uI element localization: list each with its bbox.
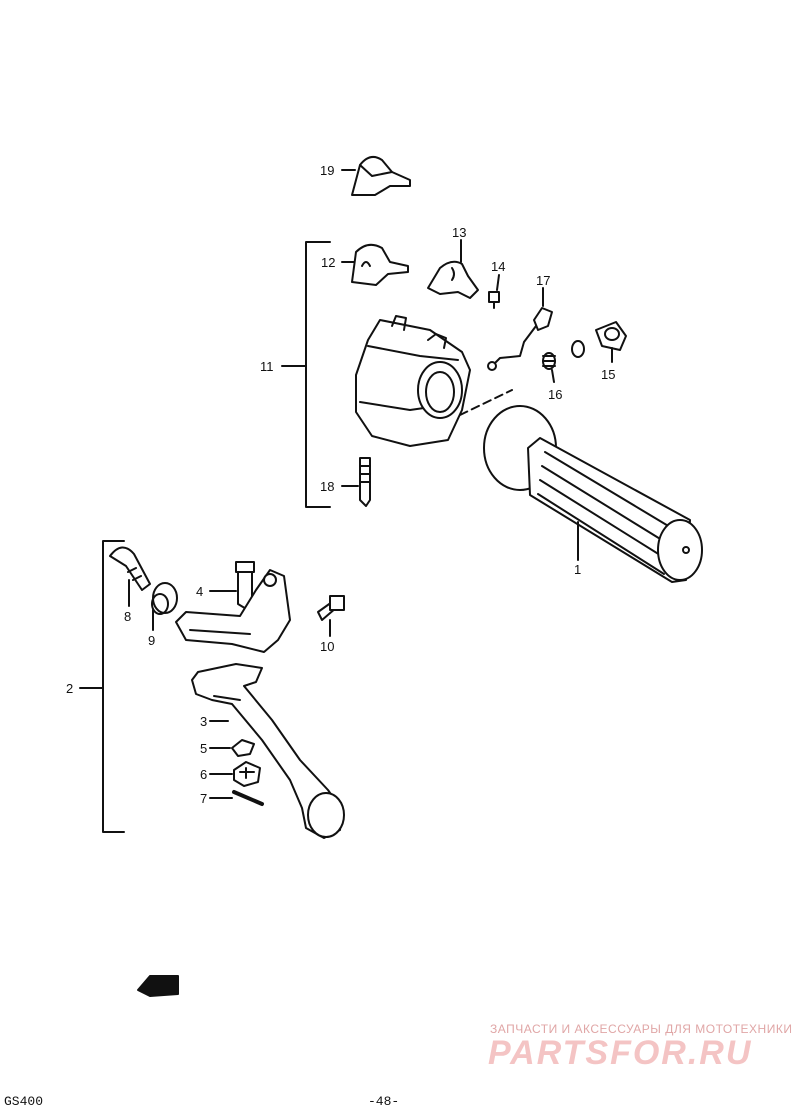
part-14-screw [488,291,500,309]
callout-11: 11 [260,359,274,374]
part-5-washer [231,739,255,757]
part-washer [571,340,585,358]
part-8-pivot-bolt [109,546,151,591]
callout-9: 9 [148,633,155,648]
leader-dashed-grip [459,389,513,416]
part-9-bushing [151,582,178,615]
part-16-spring [542,352,556,370]
callout-13: 13 [452,225,466,240]
callout-14: 14 [491,259,505,274]
watermark-brand: PARTSFOR.RU [488,1034,753,1072]
part-3-clutch-lever [191,663,345,839]
callout-16: 16 [548,387,562,402]
watermark-tagline: ЗАПЧАСТИ И АКСЕССУАРЫ ДЛЯ МОТОТЕХНИКИ [490,1022,793,1036]
footer-model-code: GS400 [4,1094,44,1109]
callout-5: 5 [200,741,207,756]
callout-17: 17 [536,273,550,288]
part-1-handlebar-grip [483,405,703,583]
callout-2: 2 [66,681,73,696]
part-15-cap-nut [595,321,627,351]
callout-3: 3 [200,714,207,729]
callout-6: 6 [200,767,207,782]
bracket-assembly-11 [305,241,331,508]
callout-4: 4 [196,584,203,599]
direction-arrow-icon [137,975,179,997]
callout-10: 10 [320,639,334,654]
part-7-cotter-pin [232,790,264,806]
bracket-assembly-2 [102,540,125,833]
part-11-throttle-housing [355,315,471,447]
callout-1: 1 [574,562,581,577]
leader-16 [551,369,555,383]
callout-19: 19 [320,163,334,178]
footer-page-number: -48- [368,1094,400,1109]
callout-12: 12 [321,255,335,270]
part-19-clamp [351,155,411,196]
part-17-throttle-cable-link [487,307,553,371]
part-12-clamp-cover [351,243,409,286]
part-13-clamp [427,260,479,299]
leader-14 [496,274,500,291]
callout-7: 7 [200,791,207,806]
lever-holder-bracket [175,569,291,653]
part-6-nut [233,761,261,787]
callout-18: 18 [320,479,334,494]
part-10-screw [317,595,345,621]
callout-8: 8 [124,609,131,624]
callout-15: 15 [601,367,615,382]
part-18-bolt [359,457,371,507]
